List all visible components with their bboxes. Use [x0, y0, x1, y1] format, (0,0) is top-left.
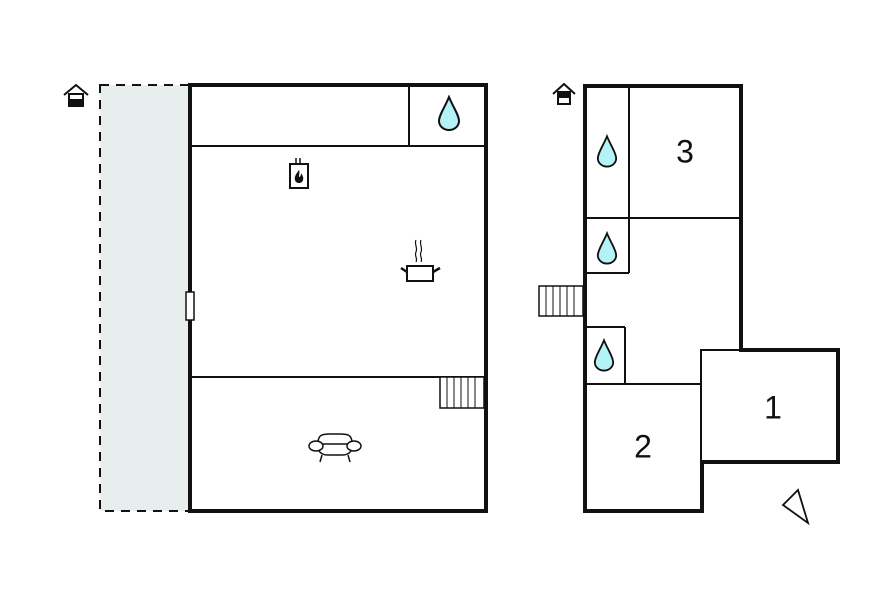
- ground-outer-wall: [188, 83, 488, 513]
- cooking-pot-icon: [400, 239, 441, 282]
- staircase-icon: [538, 285, 584, 317]
- terrace-area: [99, 84, 191, 512]
- sofa-icon: [308, 433, 362, 463]
- side-door-icon: [185, 291, 195, 321]
- house-entrance-icon: [63, 83, 89, 107]
- north-arrow-icon: [781, 488, 810, 526]
- upper-floor: 3 2 1: [538, 82, 840, 526]
- house-entrance-icon: [552, 82, 576, 105]
- bedroom-1: [700, 349, 839, 463]
- ground-floor: [63, 83, 488, 513]
- room-label-3: 3: [676, 133, 694, 169]
- room-label-2: 2: [634, 428, 652, 464]
- room-label-1: 1: [764, 389, 782, 425]
- upper-outer-wall: [583, 84, 840, 513]
- staircase-icon: [439, 376, 485, 409]
- fireplace-icon: [289, 158, 309, 189]
